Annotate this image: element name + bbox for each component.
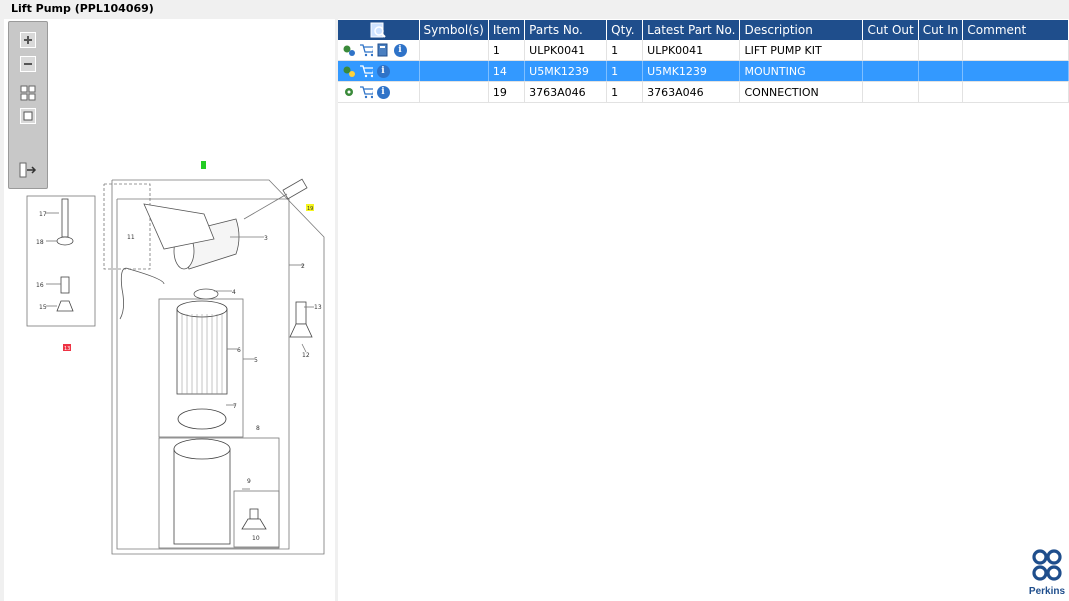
cell-item: 19 (488, 81, 526, 103)
callout-6[interactable]: 6 (237, 347, 241, 354)
cell-latest-part-no: 3763A046 (642, 81, 741, 103)
zoom-in-button[interactable] (18, 31, 38, 49)
cell-description: CONNECTION (739, 81, 864, 103)
header-cut-in[interactable]: Cut In (918, 20, 964, 40)
header-symbols[interactable]: Symbol(s) (419, 20, 489, 40)
gear-icon[interactable] (342, 85, 356, 99)
cell-cut-in (918, 81, 964, 103)
zoom-in-icon (20, 32, 36, 48)
export-button[interactable] (18, 161, 38, 179)
header-parts-no[interactable]: Parts No. (524, 20, 608, 40)
row-actions: i (338, 40, 420, 61)
callout-4[interactable]: 4 (232, 289, 236, 296)
parts-table: Symbol(s) Item Parts No. Qty. Latest Par… (338, 20, 1069, 103)
cell-qty: 1 (606, 60, 644, 82)
callout-17[interactable]: 17 (39, 211, 47, 218)
cell-description: LIFT PUMP KIT (739, 40, 864, 61)
cell-qty: 1 (606, 40, 644, 61)
callout-15[interactable]: 15 (39, 304, 47, 311)
perkins-logo: Perkins (1027, 549, 1067, 599)
zoom-out-button[interactable] (18, 55, 38, 73)
table-header-row: Symbol(s) Item Parts No. Qty. Latest Par… (338, 20, 1069, 40)
callout-11[interactable]: 11 (127, 234, 135, 241)
callout-13[interactable]: 13 (64, 346, 70, 352)
cell-comment (962, 81, 1069, 103)
exploded-diagram[interactable]: 17 18 16 15 11 3 2 4 13 12 6 5 7 8 9 10 … (4, 19, 335, 601)
hotspot-1[interactable] (201, 161, 206, 169)
table-row[interactable]: i 19 3763A046 1 3763A046 CONNECTION (338, 81, 1069, 103)
cart-icon[interactable] (359, 85, 373, 99)
row-actions: i (338, 81, 420, 103)
cell-symbols (419, 81, 489, 103)
callout-19[interactable]: 19 (307, 206, 313, 212)
cell-parts-no: ULPK0041 (524, 40, 608, 61)
hotspot-13[interactable] (63, 344, 71, 351)
cell-description: MOUNTING (739, 60, 864, 82)
cell-parts-no: 3763A046 (524, 81, 608, 103)
table-row[interactable]: i 1 ULPK0041 1 ULPK0041 LIFT PUMP KIT (338, 40, 1069, 61)
actual-size-button[interactable] (18, 107, 38, 125)
cell-qty: 1 (606, 81, 644, 103)
illustration-pane[interactable]: 17 18 16 15 11 3 2 4 13 12 6 5 7 8 9 10 … (4, 19, 335, 601)
info-icon[interactable]: i (376, 85, 390, 99)
callout-12[interactable]: 12 (302, 352, 310, 359)
callout-13b[interactable]: 13 (314, 304, 322, 311)
header-comment[interactable]: Comment (962, 20, 1069, 40)
title-bar: Lift Pump (PPL104069) (0, 0, 1069, 19)
callout-5[interactable]: 5 (254, 357, 258, 364)
header-cut-out[interactable]: Cut Out (862, 20, 919, 40)
callout-2[interactable]: 2 (301, 263, 305, 270)
perkins-wordmark: Perkins (1028, 586, 1066, 597)
header-latest-part-no[interactable]: Latest Part No. (642, 20, 741, 40)
callout-10[interactable]: 10 (252, 535, 260, 542)
header-qty[interactable]: Qty. (606, 20, 644, 40)
find-part-icon (370, 22, 386, 38)
cell-parts-no: U5MK1239 (524, 60, 608, 82)
gears-icon[interactable] (342, 43, 356, 57)
cell-cut-in (918, 60, 964, 82)
viewer-toolbar (8, 21, 48, 189)
callout-8[interactable]: 8 (256, 425, 260, 432)
document-icon[interactable] (376, 43, 390, 57)
cell-cut-out (862, 81, 919, 103)
callout-16[interactable]: 16 (36, 282, 44, 289)
cell-cut-out (862, 60, 919, 82)
cell-symbols (419, 60, 489, 82)
fit-all-icon (20, 85, 36, 101)
info-icon[interactable]: i (393, 43, 407, 57)
cell-item: 14 (488, 60, 526, 82)
window-title: Lift Pump (PPL104069) (11, 2, 154, 15)
cell-comment (962, 60, 1069, 82)
cell-symbols (419, 40, 489, 61)
header-icon-column[interactable] (338, 20, 420, 40)
cart-icon[interactable] (359, 43, 373, 57)
table-row-selected[interactable]: i 14 U5MK1239 1 U5MK1239 MOUNTING (338, 60, 1069, 82)
row-actions: i (338, 60, 420, 82)
callout-18[interactable]: 18 (36, 239, 44, 246)
perkins-logo-mark (1032, 549, 1062, 581)
cell-latest-part-no: U5MK1239 (642, 60, 741, 82)
callout-7[interactable]: 7 (233, 403, 237, 410)
cell-cut-out (862, 40, 919, 61)
cell-latest-part-no: ULPK0041 (642, 40, 741, 61)
callout-3[interactable]: 3 (264, 235, 268, 242)
cell-cut-in (918, 40, 964, 61)
export-icon (19, 162, 37, 178)
gears-icon[interactable] (342, 64, 356, 78)
cart-icon[interactable] (359, 64, 373, 78)
parts-list-pane: Symbol(s) Item Parts No. Qty. Latest Par… (338, 19, 1069, 601)
cell-item: 1 (488, 40, 526, 61)
cell-comment (962, 40, 1069, 61)
fit-all-button[interactable] (18, 84, 38, 102)
callout-9[interactable]: 9 (247, 478, 251, 485)
header-description[interactable]: Description (739, 20, 864, 40)
zoom-out-icon (20, 56, 36, 72)
info-icon[interactable]: i (376, 64, 390, 78)
actual-size-icon (20, 108, 36, 124)
hotspot-19[interactable] (306, 204, 314, 211)
header-item[interactable]: Item (488, 20, 526, 40)
